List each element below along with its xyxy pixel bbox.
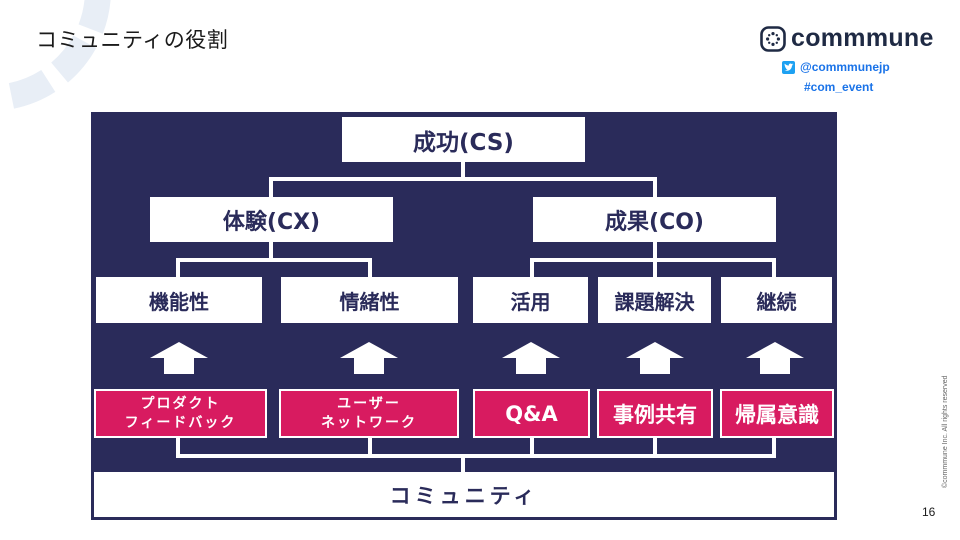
node-success-cs: 成功(CS) [342,117,585,162]
node-emotionality: 情緒性 [281,277,458,323]
source-user-network: ユーザー ネットワーク [279,389,459,438]
decorative-corner-arc [0,0,111,111]
node-outcome-co: 成果(CO) [533,197,776,242]
source-line: フィードバック [124,414,237,431]
source-line: 帰属意識 [735,402,819,427]
source-belonging: 帰属意識 [720,389,834,438]
up-arrow-icon [502,342,560,374]
node-retention: 継続 [721,277,832,323]
up-arrow-icon [150,342,208,374]
source-line: ネットワーク [321,414,417,431]
source-line: Q&A [505,401,558,426]
source-line: プロダクト [140,395,221,412]
event-hashtag[interactable]: #com_event [804,80,874,94]
brand-logo: commmune [760,24,940,53]
connector-lines [176,162,776,472]
commmune-logo-icon [760,25,786,52]
community-role-diagram: 成功(CS) 体験(CX) 成果(CO) 機能性 情緒性 活用 課題解決 継続 … [91,112,837,520]
brand-block: commmune @commmunejp #com_event [760,24,940,94]
node-problem-solving: 課題解決 [598,277,711,323]
node-functionality: 機能性 [96,277,262,323]
slide-title: コミュニティの役割 [36,28,229,52]
page-number: 16 [922,505,936,519]
source-line: 事例共有 [613,402,697,427]
brand-twitter-handle[interactable]: @commmunejp [782,60,940,74]
twitter-icon [782,60,795,74]
source-product-feedback: プロダクト フィードバック [94,389,267,438]
up-arrow-icon [746,342,804,374]
node-utilization: 活用 [473,277,588,323]
source-case-sharing: 事例共有 [597,389,713,438]
source-line: ユーザー [337,395,401,412]
node-community-base: コミュニティ [94,472,834,517]
node-experience-cx: 体験(CX) [150,197,393,242]
up-arrow-icon [626,342,684,374]
copyright-notice: ©commmune Inc. All rights reserved [942,375,949,488]
source-qa: Q&A [473,389,590,438]
brand-name: commmune [791,24,934,52]
twitter-handle-text[interactable]: @commmunejp [800,60,890,74]
up-arrow-icon [340,342,398,374]
